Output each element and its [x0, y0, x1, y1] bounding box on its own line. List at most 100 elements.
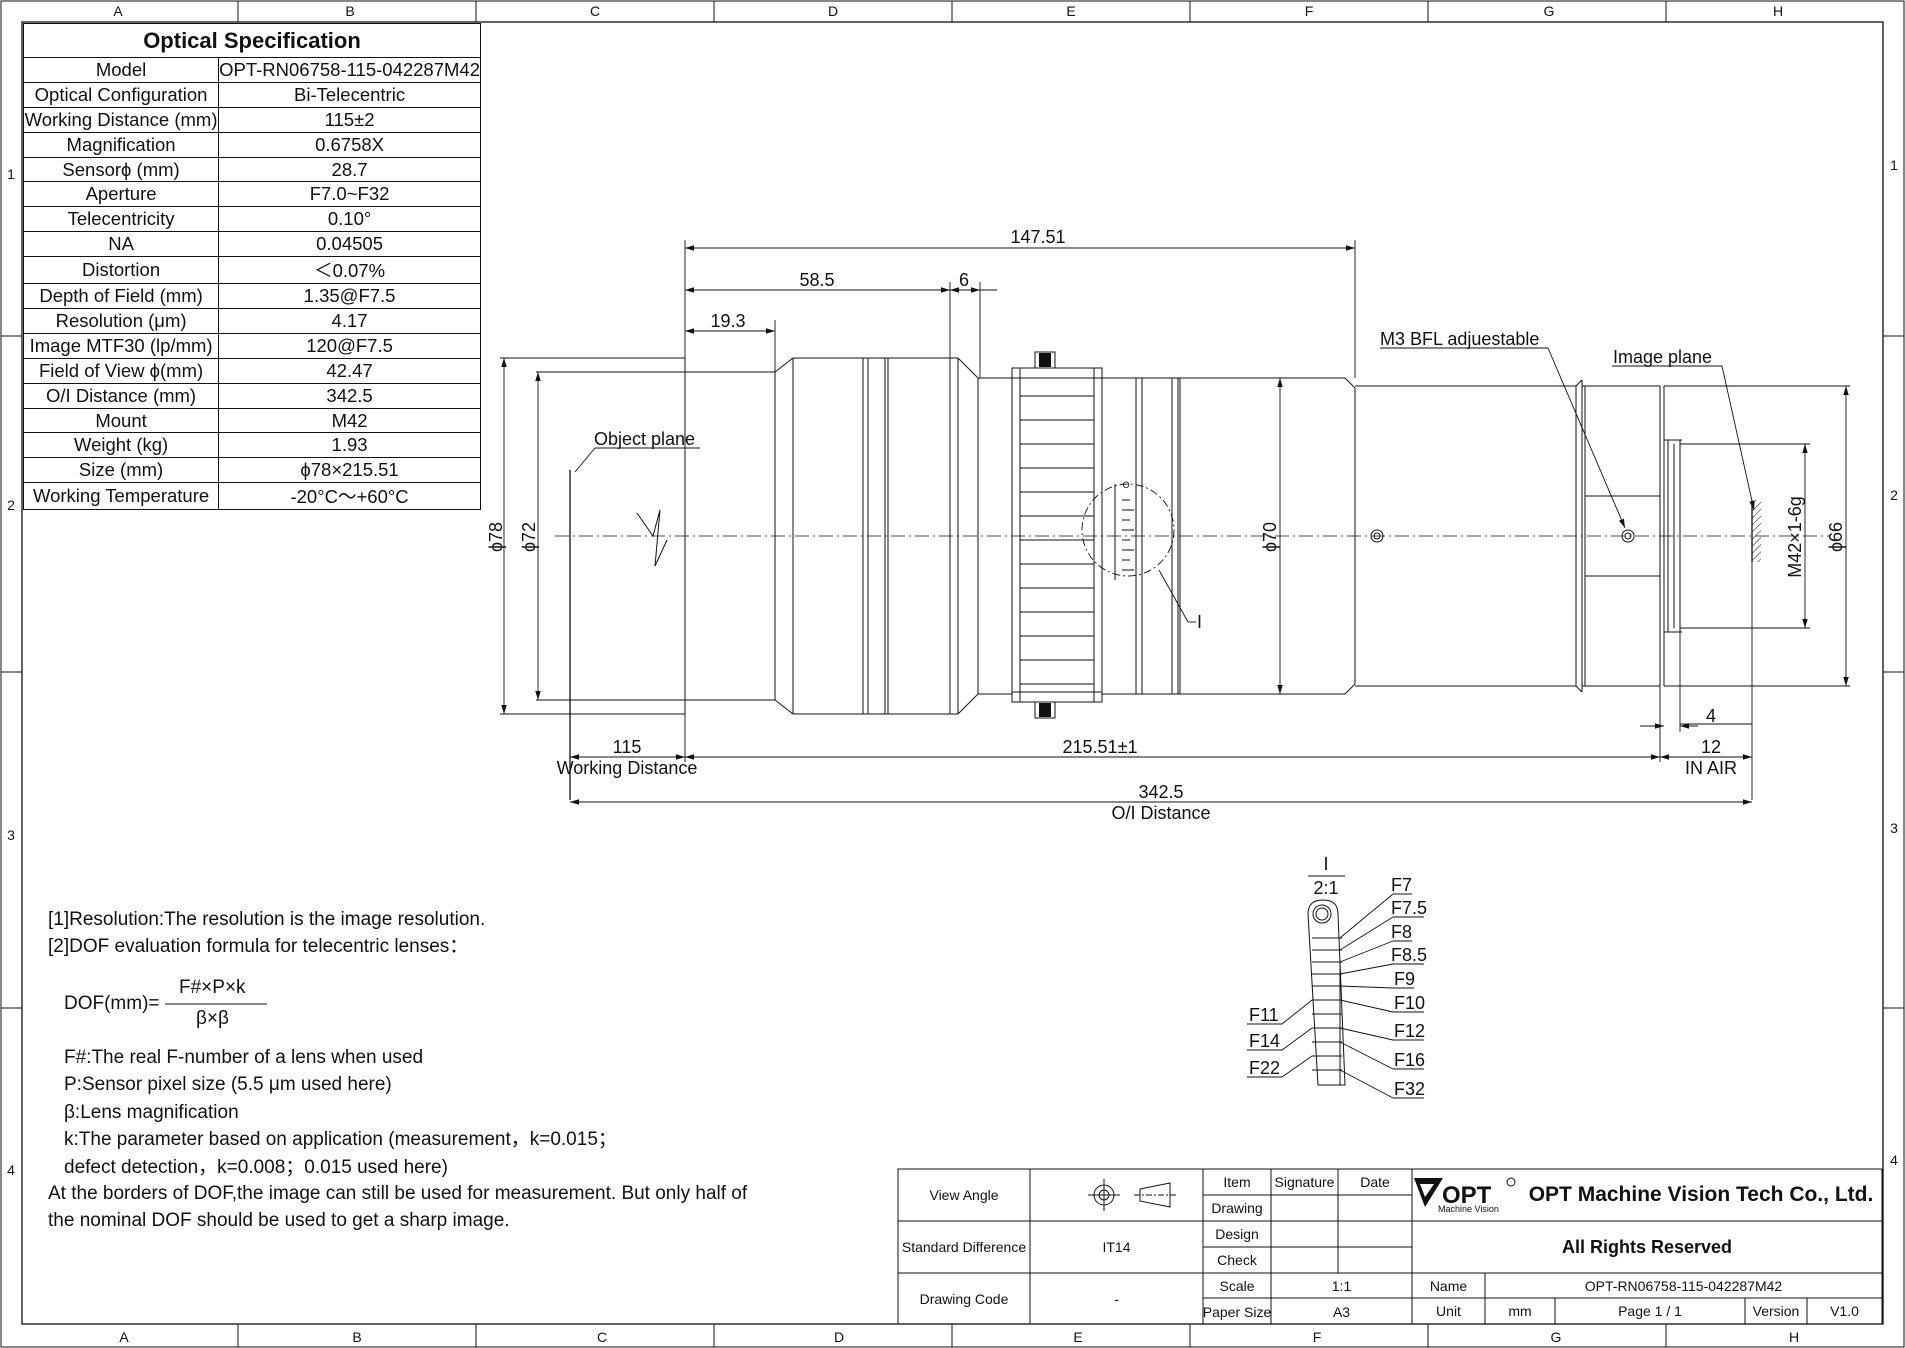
f-label-f9: F9: [1394, 969, 1415, 989]
spec-label: Aperture: [22, 181, 220, 208]
tb-version-value: V1.0: [1830, 1303, 1859, 1319]
tb-unit-label: Unit: [1436, 1303, 1461, 1319]
col-label-a-bottom: A: [119, 1329, 129, 1345]
row-label-2-right: 2: [1890, 487, 1898, 503]
spec-row: Working Distance (mm)115±2: [22, 106, 481, 133]
callout-object-plane: Object plane: [594, 429, 695, 449]
formula-numerator: F#×P×k: [179, 977, 246, 998]
tb-date: Date: [1360, 1174, 1390, 1190]
tb-paper-value: A3: [1332, 1303, 1351, 1320]
spec-row: Size (mm)ϕ78×215.51: [22, 457, 481, 484]
col-label-a-top: A: [113, 3, 123, 19]
detail-scale: 2:1: [1313, 878, 1338, 898]
detail-title: I: [1323, 854, 1328, 874]
tail-line: the nominal DOF should be used to get a …: [48, 1210, 510, 1232]
spec-label: Model: [22, 57, 220, 83]
dim-6: 6: [959, 270, 969, 290]
projection-symbol-icon: [1088, 1179, 1176, 1211]
label-oi-distance: O/I Distance: [1111, 803, 1210, 823]
tb-design: Design: [1215, 1226, 1259, 1242]
logo-text: OPT: [1442, 1182, 1492, 1209]
spec-row: Distortion＜0.07%: [22, 256, 481, 285]
spec-value: 0.10°: [218, 206, 481, 233]
dimension-lines: [500, 240, 1850, 805]
spec-title: Optical Specification: [23, 23, 481, 58]
col-label-e-bottom: E: [1073, 1329, 1082, 1345]
dim-342: 342.5: [1138, 782, 1183, 802]
spec-value: ＜0.07%: [218, 256, 481, 285]
col-label-f-top: F: [1305, 3, 1314, 19]
spec-value: 1.35@F7.5: [218, 283, 481, 310]
f-label-f10: F10: [1394, 993, 1425, 1013]
tb-drawing: Drawing: [1211, 1200, 1263, 1216]
detail-labels: I 2:1 F7 F7.5 F8 F8.5 F9 F10 F12 F16 F32…: [1249, 854, 1427, 1099]
spec-label: Resolution (μm): [22, 308, 220, 334]
f-label-f11: F11: [1249, 1005, 1279, 1025]
spec-label: Depth of Field (mm): [22, 283, 220, 310]
def-line: P:Sensor pixel size (5.5 μm used here): [64, 1074, 392, 1096]
spec-value: F7.0~F32: [218, 181, 481, 208]
label-working-distance: Working Distance: [557, 758, 698, 778]
lens-outline: O: [555, 351, 1830, 800]
formula-lhs: DOF(mm)=: [64, 993, 160, 1014]
col-label-g-bottom: G: [1551, 1329, 1562, 1345]
spec-label: Distortion: [22, 256, 220, 285]
spec-value: OPT-RN06758-115-042287M42: [218, 57, 481, 83]
spec-row: Weight (kg)1.93: [22, 432, 481, 459]
spec-value: 28.7: [218, 156, 481, 183]
row-label-1-left: 1: [7, 166, 15, 182]
spec-row: Sensorϕ (mm)28.7: [22, 156, 481, 183]
row-label-4-left: 4: [7, 1162, 15, 1178]
spec-value: 0.04505: [218, 231, 481, 258]
callout-image-plane: Image plane: [1613, 347, 1712, 367]
tb-standard-value: IT14: [1102, 1239, 1131, 1255]
tb-drawing-code: Drawing Code: [919, 1290, 1009, 1307]
note-resolution: [1]Resolution:The resolution is the imag…: [48, 909, 486, 930]
spec-label: Working Temperature: [22, 482, 220, 511]
col-label-h-bottom: H: [1789, 1329, 1799, 1345]
tb-version-label: Version: [1752, 1303, 1800, 1319]
detail-view: [1247, 875, 1424, 1099]
dim-phi72: ϕ72: [519, 522, 539, 552]
spec-value: Bi-Telecentric: [218, 81, 481, 108]
col-label-b-bottom: B: [352, 1329, 361, 1345]
spec-value: 4.17: [218, 308, 481, 334]
spec-row: Resolution (μm)4.17: [22, 308, 481, 334]
dimension-labels: 147.51 58.5 6 19.3 ϕ78 ϕ72 ϕ70 ϕ66 M42×1…: [486, 227, 1846, 823]
row-label-1-right: 1: [1890, 157, 1898, 173]
dim-m42: M42×1-6g: [1785, 496, 1805, 578]
row-label-3-right: 3: [1890, 820, 1898, 836]
formula-denominator: β×β: [196, 1008, 229, 1029]
dim-215: 215.51±1: [1063, 737, 1138, 757]
opt-logo: OPT Machine Vision: [1414, 1177, 1516, 1214]
spec-row: O/I Distance (mm)342.5: [22, 382, 481, 409]
f-label-f16: F16: [1394, 1050, 1425, 1070]
spec-label: Weight (kg): [22, 432, 220, 459]
dim-4: 4: [1706, 706, 1716, 726]
dim-phi66: ϕ66: [1826, 522, 1846, 552]
dim-12: 12: [1701, 737, 1721, 757]
spec-value: 42.47: [218, 357, 481, 384]
spec-label: O/I Distance (mm): [22, 382, 220, 409]
tb-scale-value: 1:1: [1331, 1278, 1352, 1294]
def-line: β:Lens magnification: [64, 1101, 239, 1123]
spec-label: Working Distance (mm): [22, 106, 220, 133]
tb-signature: Signature: [1274, 1174, 1335, 1190]
spec-row: Working Temperature-20°C～+60°C: [22, 482, 481, 511]
note-dof: [2]DOF evaluation formula for telecentri…: [48, 936, 469, 957]
dim-phi78: ϕ78: [486, 522, 506, 552]
def-line: F#:The real F-number of a lens when used: [64, 1047, 424, 1068]
spec-row: Image MTF30 (lp/mm)120@F7.5: [22, 332, 481, 359]
spec-label: Telecentricity: [22, 206, 220, 233]
tb-view-angle: View Angle: [929, 1187, 999, 1203]
spec-value: -20°C～+60°C: [218, 482, 481, 511]
spec-row: Depth of Field (mm)1.35@F7.5: [22, 283, 481, 310]
spec-value: M42: [218, 407, 481, 434]
spec-label: NA: [22, 231, 220, 258]
f-label-f7-5: F7.5: [1391, 898, 1427, 918]
tail-line: At the borders of DOF,the image can stil…: [48, 1183, 748, 1204]
frame-labels: A B C D E F G H A B C D E F G H 1 2 3 4 …: [7, 3, 1898, 1345]
